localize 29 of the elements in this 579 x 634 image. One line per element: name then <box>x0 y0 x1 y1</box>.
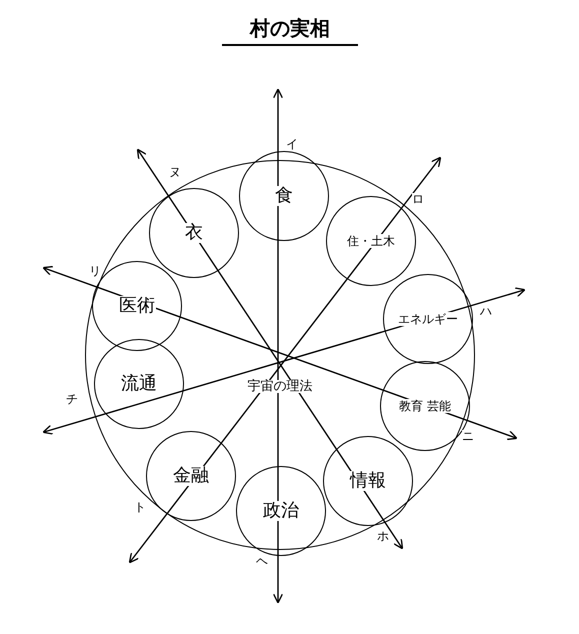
category-circle <box>146 431 236 521</box>
circle-label: 金融 <box>172 466 210 486</box>
circle-label: 住・土木 <box>346 234 396 248</box>
circle-label: 医術 <box>118 296 156 316</box>
axis-letter: チ <box>66 393 78 405</box>
axis-letter: ロ <box>412 193 424 205</box>
circle-label: 教育 芸能 <box>398 399 452 413</box>
axis-letter: ヌ <box>169 166 181 178</box>
category-circle <box>323 436 413 526</box>
axis-letter: ニ <box>462 430 474 442</box>
axis-letter: ハ <box>480 305 492 317</box>
category-circle <box>149 188 239 278</box>
axis-letter: リ <box>89 265 101 277</box>
circle-label: 食 <box>274 186 294 206</box>
axis-letter: ホ <box>377 530 389 542</box>
circle-label: 情報 <box>349 471 387 491</box>
title: 村の実相 <box>222 18 358 46</box>
circle-label: 政治 <box>262 501 300 521</box>
axis-letter: ヘ <box>256 555 268 567</box>
category-circle <box>94 339 184 429</box>
circle-label: エネルギー <box>397 312 459 326</box>
circle-label: 衣 <box>184 223 204 243</box>
category-circle <box>326 196 416 286</box>
category-circle <box>239 151 329 241</box>
category-circle <box>383 274 473 364</box>
category-circle <box>236 466 326 556</box>
axis-letter: イ <box>286 138 298 150</box>
center-label: 宇宙の理法 <box>248 380 312 393</box>
circle-label: 流通 <box>120 374 158 394</box>
